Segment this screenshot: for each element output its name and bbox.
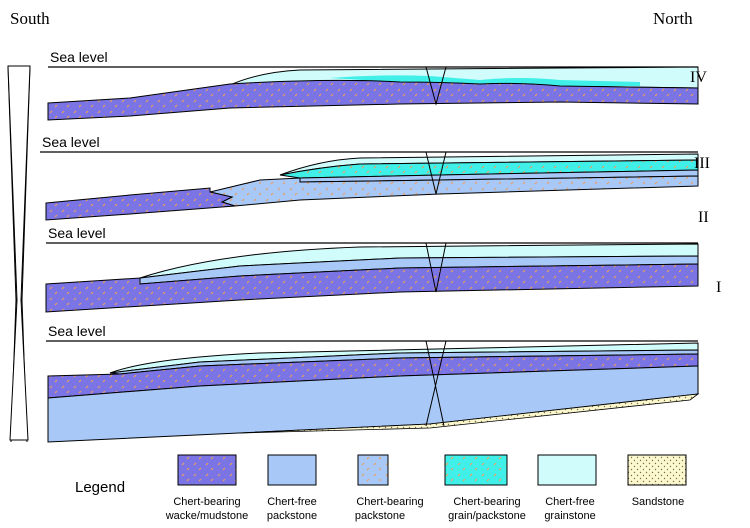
stage-ii-section: Sea level I: [45, 225, 721, 313]
legend-item-grain-packstone: Chert-bearing grain/packstone: [444, 454, 526, 522]
well-marker: [425, 340, 447, 427]
thick-packstone-layer: [47, 365, 699, 443]
chert-packstone-layer: [209, 175, 699, 207]
svg-text:Chert-bearing: Chert-bearing: [453, 496, 520, 508]
well-marker: [425, 242, 447, 293]
legend-title: Legend: [75, 479, 125, 496]
legend-item-packstone: Chert-free packstone: [267, 454, 317, 522]
stage-i-section: Sea level: [46, 323, 700, 443]
stage-label: III: [694, 155, 710, 172]
stage-label: I: [716, 279, 721, 296]
stage-iii-section: Sea level III: [40, 134, 710, 221]
legend-item-wacke-mudstone: Chert-bearing wacke/mudstone: [165, 454, 249, 522]
svg-text:packstone: packstone: [267, 510, 317, 522]
legend-item-sandstone: Sandstone: [627, 454, 687, 508]
svg-text:Chert-bearing: Chert-bearing: [173, 496, 240, 508]
svg-text:Chert-bearing: Chert-bearing: [356, 496, 423, 508]
wacke-mudstone-layer: [47, 79, 699, 121]
well-marker: [425, 151, 447, 195]
grainstone-layer: [139, 243, 699, 279]
svg-text:packstone: packstone: [355, 510, 405, 522]
sea-level-label: Sea level: [48, 225, 106, 241]
legend-item-chert-packstone: Chert-bearing packstone: [355, 454, 424, 522]
svg-text:Sandstone: Sandstone: [632, 496, 685, 508]
sea-level-curve: [0, 65, 40, 528]
grain-packstone-patch: [330, 75, 640, 86]
svg-text:grainstone: grainstone: [544, 510, 595, 522]
stage-label: II: [698, 209, 709, 226]
sandstone-layer: [239, 393, 700, 434]
wacke-mudstone-layer: [45, 263, 699, 313]
south-label: South: [10, 9, 50, 28]
sea-level-label: Sea level: [50, 49, 108, 65]
legend: Legend Chert-bearing wacke/mudstone Cher…: [75, 454, 687, 522]
sea-level-label: Sea level: [48, 323, 106, 339]
grainstone-layer: [109, 342, 699, 374]
well-marker: [425, 66, 447, 106]
stage-label: IV: [690, 69, 707, 86]
wacke-mudstone-layer: [45, 187, 236, 221]
north-label: North: [653, 9, 693, 28]
svg-text:Chert-free: Chert-free: [267, 496, 317, 508]
svg-text:grain/packstone: grain/packstone: [448, 510, 526, 522]
legend-item-grainstone: Chert-free grainstone: [537, 454, 597, 522]
svg-text:Chert-free: Chert-free: [545, 496, 595, 508]
stage-iv-section: Sea level IV: [47, 49, 707, 121]
svg-text:wacke/mudstone: wacke/mudstone: [165, 510, 249, 522]
sea-level-label: Sea level: [42, 134, 100, 150]
